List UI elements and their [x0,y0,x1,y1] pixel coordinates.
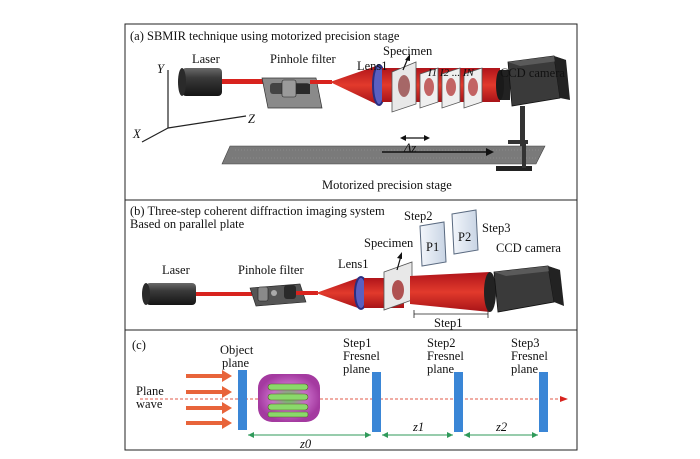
pinhole-filter-b [249,283,307,307]
plane-wave-arrows [186,370,232,429]
z1-label: z1 [413,420,425,434]
plate-p1 [419,221,447,267]
plate-p2-label: P2 [458,230,472,244]
object-plane-label-2: plane [222,356,250,370]
ccd-camera-b [484,265,564,313]
pinhole-filter-a [261,77,323,109]
panel-b-drawing [142,209,564,318]
lens1-a-label: Lens1 [357,59,388,73]
distance-z2 [464,432,538,438]
object-specimen [258,374,320,422]
laser-b [146,283,196,305]
stage-label: Motorized precision stage [322,178,452,192]
laser-a-label: Laser [192,52,220,66]
panel-a-title: (a) SBMIR technique using motorized prec… [130,29,400,43]
plate-p2 [451,209,479,255]
motorized-stage [221,145,546,165]
specimen-a-label: Specimen [383,44,433,58]
step1-c-label-1: Step1 [343,336,372,350]
delta-z-label: Δz [404,141,417,155]
step2-c-label-3: plane [427,362,455,376]
step1-fresnel-plane [372,372,381,432]
laser-b-label: Laser [162,263,190,277]
step1-c-label-2: Fresnel [343,349,380,363]
panel-a-frame [124,23,578,201]
plane-wave-label-1: Plane [136,384,164,398]
distance-z1 [382,432,453,438]
axis-y-label: Y [157,62,164,76]
plate-p1-label: P1 [426,240,440,254]
step3-c-label-3: plane [511,362,539,376]
lens1-b-label: Lens1 [338,257,369,271]
pinhole-a-label: Pinhole filter [270,52,336,66]
step2-label: Step2 [404,209,433,223]
panel-b-subtitle: Based on parallel plate [130,217,245,231]
axis-z-label: Z [248,112,255,126]
laser-a [182,68,222,96]
step1-c-label-3: plane [343,362,371,376]
step3-fresnel-plane [539,372,548,432]
panel-c-title: (c) [132,338,146,352]
axis-x-label: X [133,127,141,141]
distance-z0 [248,432,371,438]
ccd-a-label: CCD camera [500,66,565,80]
specimen-b-label: Specimen [364,236,414,250]
step2-c-label-1: Step2 [427,336,456,350]
step2-fresnel-plane [454,372,463,432]
z0-label: z0 [300,437,312,451]
image-planes-label: I1 I2 ... IN [428,67,474,79]
object-plane-plate [238,370,247,430]
step2-c-label-2: Fresnel [427,349,464,363]
panel-c-frame [124,329,578,451]
panel-c-drawing [140,370,568,438]
ccd-camera-a [496,55,570,107]
step3-c-label-2: Fresnel [511,349,548,363]
z2-label: z2 [496,420,508,434]
panel-b-title: (b) Three-step coherent diffraction imag… [130,204,385,218]
object-plane-label-1: Object [220,343,254,357]
ccd-b-label: CCD camera [496,241,561,255]
pinhole-b-label: Pinhole filter [238,263,304,277]
step1-b-label: Step1 [434,316,463,330]
plane-wave-label-2: wave [136,397,163,411]
step3-label: Step3 [482,221,511,235]
step3-c-label-1: Step3 [511,336,540,350]
panel-a-drawing [141,54,570,171]
